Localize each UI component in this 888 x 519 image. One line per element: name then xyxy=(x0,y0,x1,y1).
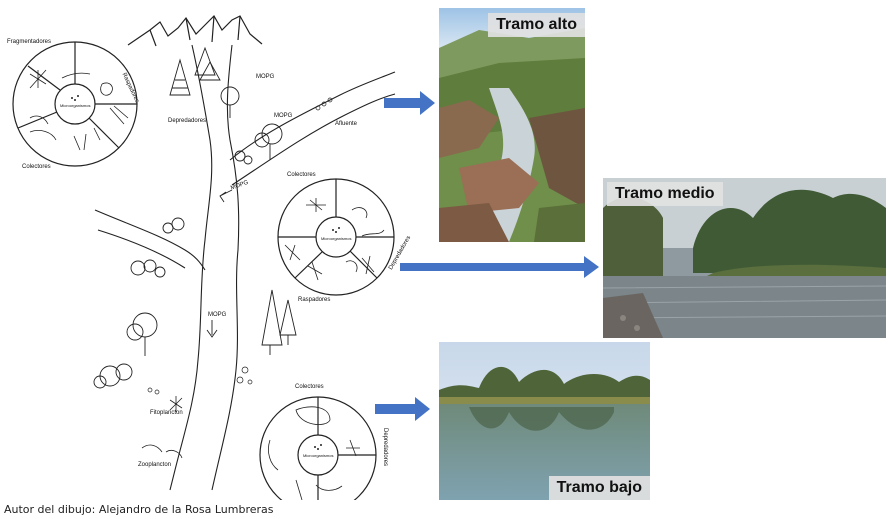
arrow-to-medio xyxy=(400,256,599,278)
photo-title-alto: Tramo alto xyxy=(488,13,585,37)
label-colectores-mid: Colectores xyxy=(287,172,316,178)
label-colectores-top: Colectores xyxy=(22,164,51,170)
deciduous-trees xyxy=(93,86,283,389)
photo-tramo-bajo: Tramo bajo xyxy=(439,342,650,500)
label-mopg-4: MOPG xyxy=(208,312,227,318)
label-zooplancton: Zooplancton xyxy=(138,462,172,468)
river-drawing xyxy=(12,15,396,500)
photo-tramo-alto: Tramo alto xyxy=(439,8,585,242)
flow-arrows xyxy=(206,189,233,338)
label-raspadores-mid: Raspadores xyxy=(298,297,331,303)
label-micro-mid: Microorganismos xyxy=(321,236,352,241)
drawing-author-caption: Autor del dibujo: Alejandro de la Rosa L… xyxy=(4,503,274,516)
guild-circle-top xyxy=(12,41,138,167)
conifer-trees-lower xyxy=(261,289,297,355)
pebbles xyxy=(147,97,333,395)
arrow-to-alto xyxy=(384,91,435,115)
label-micro-top: Microorganismos xyxy=(60,103,91,108)
left-tributary xyxy=(94,209,206,271)
main-river xyxy=(169,44,240,491)
label-mopg-2: MOPG xyxy=(274,113,293,119)
guild-circle-mid xyxy=(277,178,395,296)
mountains xyxy=(127,15,263,47)
photo-title-medio: Tramo medio xyxy=(607,182,723,206)
microorganism-dots xyxy=(71,95,340,450)
guild-circle-bot xyxy=(259,396,377,500)
invertebrate-sketches xyxy=(29,69,385,500)
conifer-trees xyxy=(169,46,221,96)
label-depredadores-bot: Depredadores xyxy=(382,428,388,467)
photo-title-bajo: Tramo bajo xyxy=(548,476,650,500)
label-fitoplancton: Fitoplancton xyxy=(150,410,183,416)
label-depredadores-top: Depredadores xyxy=(168,118,207,124)
right-tributary xyxy=(229,71,396,186)
label-colectores-bot: Colectores xyxy=(295,384,324,390)
arrow-to-bajo xyxy=(375,397,430,421)
label-afluente: Afluente xyxy=(335,121,358,127)
photo-tramo-medio: Tramo medio xyxy=(603,178,886,338)
label-fragmentadores: Fragmentadores xyxy=(7,39,52,45)
label-micro-bot: Microorganismos xyxy=(303,453,334,458)
label-mopg-1: MOPG xyxy=(256,74,275,80)
